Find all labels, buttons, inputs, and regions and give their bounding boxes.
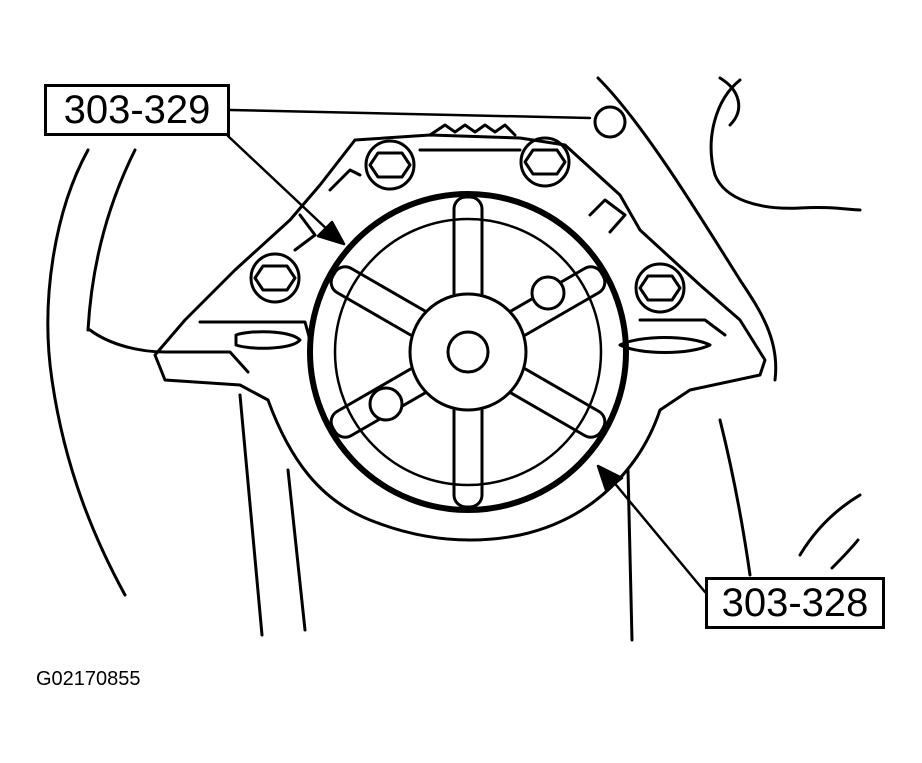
leader-303-328 <box>596 464 707 594</box>
engine-block-outline <box>46 76 862 642</box>
seal-ring <box>307 191 629 513</box>
tool-center-bore <box>446 330 490 374</box>
callout-label-303-329: 303-329 <box>44 84 230 136</box>
tool-hole <box>368 386 404 422</box>
bolt <box>249 252 301 304</box>
bolt <box>364 139 416 191</box>
callout-label-303-328: 303-328 <box>705 577 885 629</box>
dowel <box>593 105 627 139</box>
bolt <box>634 262 686 314</box>
seal-retainer-plate <box>153 123 767 542</box>
figure-id: G02170855 <box>36 668 141 690</box>
tool-hole <box>530 275 566 311</box>
seal-installer-tool <box>329 195 607 509</box>
leader-303-329 <box>226 108 592 246</box>
bolt <box>519 136 571 188</box>
